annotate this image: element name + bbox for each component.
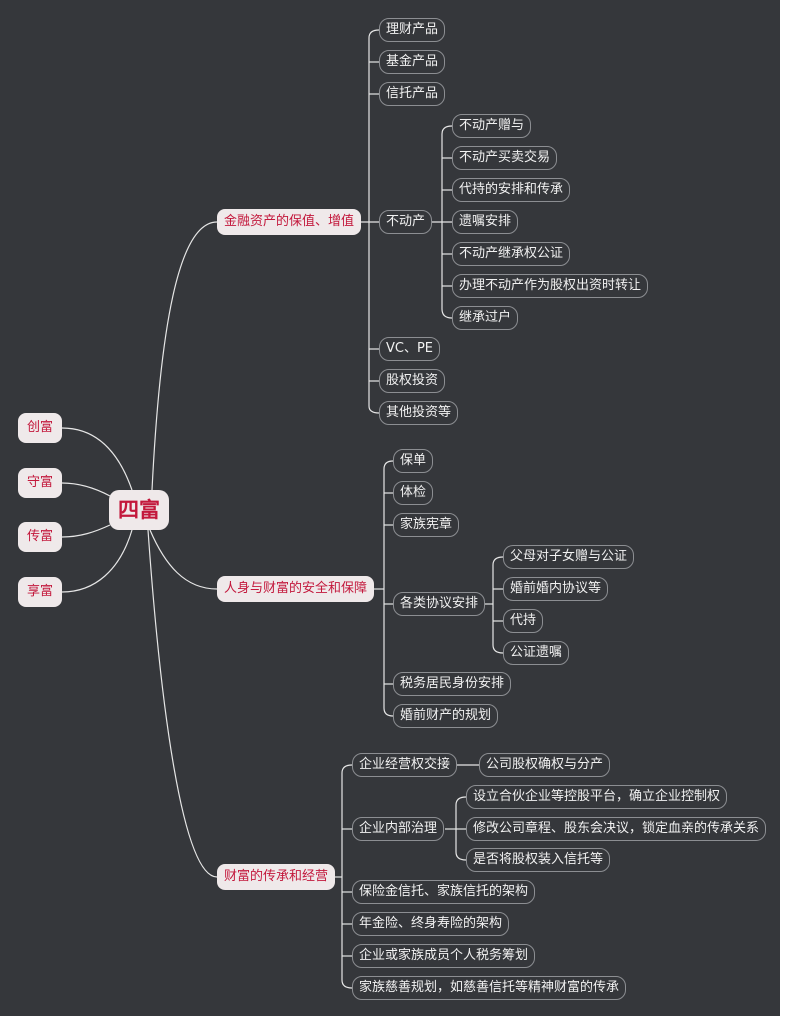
governance-item-2[interactable]: 修改公司章程、股东会决议，锁定血亲的传承关系	[466, 817, 767, 841]
connector-b1-c1	[368, 29, 380, 39]
connector-root-branch-2	[149, 529, 218, 590]
connector-root-branch-3	[147, 529, 218, 878]
branch-3-item-6[interactable]: 家族慈善规划，如慈善信托等精神财富的传承	[352, 976, 627, 1000]
real-estate-item-7[interactable]: 继承过户	[452, 306, 519, 330]
real-estate-item-5[interactable]: 不动产继承权公证	[452, 242, 571, 266]
connector-b1-s7	[441, 308, 453, 319]
branch-1-item-3[interactable]: 信托产品	[379, 82, 446, 106]
real-estate-item-2[interactable]: 不动产买卖交易	[452, 146, 558, 170]
left-node-4[interactable]: 享富	[18, 577, 62, 607]
branch-2-item-6[interactable]: 婚前财产的规划	[393, 704, 499, 728]
branch-1-item-5[interactable]: VC、PE	[379, 337, 441, 361]
connector-root-left-2	[61, 482, 111, 497]
real-estate-item-3[interactable]: 代持的安排和传承	[452, 178, 571, 202]
connector-b2-s4	[492, 644, 504, 654]
connector-b3-s1	[455, 796, 467, 806]
connector-root-left-1	[61, 427, 133, 491]
branch-1-item-6[interactable]: 股权投资	[379, 369, 446, 393]
branch-3-item-1[interactable]: 企业经营权交接	[352, 753, 458, 777]
branch-3-item-3[interactable]: 保险金信托、家族信托的架构	[352, 880, 536, 904]
left-node-1[interactable]: 创富	[18, 413, 62, 443]
connector-b3-c6	[341, 979, 353, 989]
connector-b2-c6	[383, 707, 394, 717]
branch-1-item-1[interactable]: 理财产品	[379, 18, 446, 42]
branch-3-item-4[interactable]: 年金险、终身寿险的架构	[352, 912, 510, 936]
agreement-item-2[interactable]: 婚前婚内协议等	[503, 577, 609, 601]
connector-b2-s1	[492, 556, 504, 566]
governance-item-1[interactable]: 设立合伙企业等控股平台，确立企业控制权	[466, 785, 728, 809]
connector-b1-s1	[441, 125, 453, 135]
branch-1-item-7[interactable]: 其他投资等	[379, 401, 459, 425]
branch-1-item-2[interactable]: 基金产品	[379, 50, 446, 74]
connector-root-branch-1	[151, 221, 218, 491]
agreement-item-3[interactable]: 代持	[503, 609, 544, 633]
connector-root-left-4	[61, 529, 133, 593]
left-node-3[interactable]: 传富	[18, 522, 62, 552]
branch-2-item-1[interactable]: 保单	[393, 449, 434, 473]
real-estate-item-4[interactable]: 遗嘱安排	[452, 210, 519, 234]
connector-b3-s3	[455, 851, 467, 861]
connector-b1-c7	[368, 405, 380, 414]
branch-3-item-2[interactable]: 企业内部治理	[352, 817, 445, 841]
real-estate-item-1[interactable]: 不动产赠与	[452, 114, 532, 138]
handover-item-1[interactable]: 公司股权确权与分产	[479, 753, 611, 777]
left-node-2[interactable]: 守富	[18, 468, 62, 498]
branch-2[interactable]: 人身与财富的安全和保障	[217, 576, 375, 602]
branch-2-item-2[interactable]: 体检	[393, 481, 434, 505]
connector-root-left-3	[61, 524, 111, 538]
branch-1-item-4[interactable]: 不动产	[379, 210, 433, 234]
branch-2-item-3[interactable]: 家族宪章	[393, 513, 460, 537]
connector-b2-c1	[383, 460, 394, 470]
real-estate-item-6[interactable]: 办理不动产作为股权出资时转让	[452, 274, 649, 298]
branch-2-item-4[interactable]: 各类协议安排	[393, 592, 486, 616]
branch-3[interactable]: 财富的传承和经营	[217, 864, 336, 890]
governance-item-3[interactable]: 是否将股权装入信托等	[466, 848, 611, 872]
root-node[interactable]: 四富	[109, 490, 169, 530]
agreement-item-1[interactable]: 父母对子女赠与公证	[503, 545, 635, 569]
branch-2-item-5[interactable]: 税务居民身份安排	[393, 672, 512, 696]
connector-b3-c1	[341, 764, 353, 774]
branch-3-item-5[interactable]: 企业或家族成员个人税务筹划	[352, 944, 536, 968]
agreement-item-4[interactable]: 公证遗嘱	[503, 641, 570, 665]
branch-1[interactable]: 金融资产的保值、增值	[217, 209, 362, 235]
